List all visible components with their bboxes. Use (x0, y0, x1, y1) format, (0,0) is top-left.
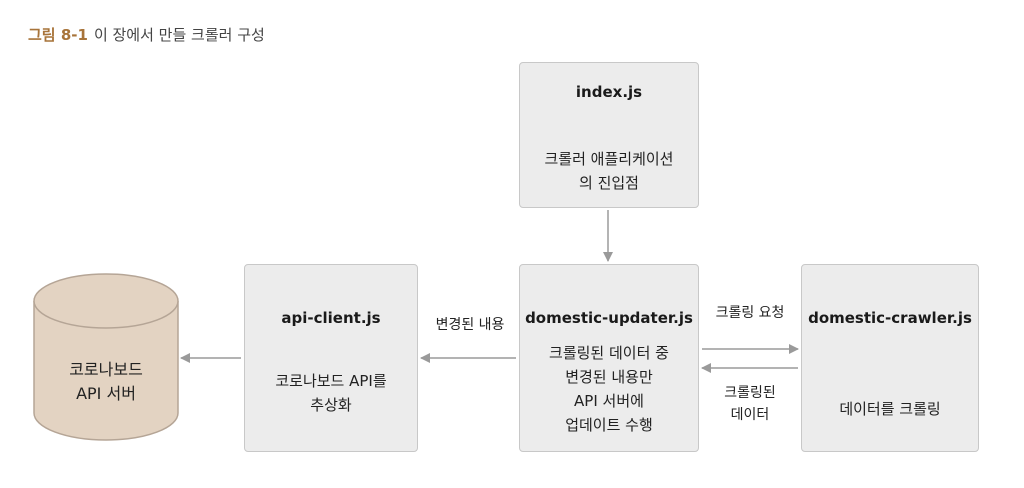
api-client-title: api-client.js (281, 309, 381, 327)
domestic-crawler-box: domestic-crawler.js 데이터를 크롤링 (801, 264, 979, 452)
database-label: 코로나보드 API 서버 (34, 358, 178, 406)
database-label-line1: 코로나보드 (69, 360, 143, 379)
domestic-crawler-desc-line1: 데이터를 크롤링 (839, 400, 941, 418)
index-js-title: index.js (575, 83, 643, 101)
domestic-updater-title: domestic-updater.js (525, 309, 693, 327)
edge-label-crawled-data-line1: 크롤링된 (724, 385, 776, 401)
domestic-updater-description: 크롤링된 데이터 중 변경된 내용만 API 서버에 업데이트 수행 (520, 341, 698, 437)
domestic-crawler-title: domestic-crawler.js (808, 309, 972, 327)
figure-title: 이 장에서 만들 크롤러 구성 (93, 26, 265, 44)
edge-label-crawled-data: 크롤링된 데이터 (699, 382, 801, 426)
api-client-box: api-client.js 코로나보드 API를 추상화 (244, 264, 418, 452)
domestic-updater-box: domestic-updater.js 크롤링된 데이터 중 변경된 내용만 A… (519, 264, 699, 452)
domestic-crawler-description: 데이터를 크롤링 (802, 397, 978, 421)
domestic-updater-desc-line2: 변경된 내용만 (565, 368, 653, 386)
index-js-description: 크롤러 애플리케이션 의 진입점 (520, 147, 698, 195)
domestic-updater-desc-line1: 크롤링된 데이터 중 (549, 344, 669, 362)
domestic-updater-desc-line4: 업데이트 수행 (565, 416, 653, 434)
edge-label-crawled-data-line2: 데이터 (730, 407, 770, 423)
index-js-desc-line2: 의 진입점 (579, 174, 639, 192)
index-js-desc-line1: 크롤러 애플리케이션 (544, 150, 674, 168)
api-client-desc-line1: 코로나보드 API를 (275, 372, 387, 390)
edge-label-crawl-request: 크롤링 요청 (715, 305, 785, 321)
figure-number: 그림 8-1 (28, 26, 88, 44)
database-cylinder (33, 273, 179, 441)
domestic-updater-desc-line3: API 서버에 (574, 392, 644, 410)
database-label-line2: API 서버 (76, 384, 136, 403)
edge-label-changed-content: 변경된 내용 (435, 317, 505, 333)
figure-caption: 그림 8-1 이 장에서 만들 크롤러 구성 (28, 24, 265, 45)
index-js-box: index.js 크롤러 애플리케이션 의 진입점 (519, 62, 699, 208)
api-client-desc-line2: 추상화 (310, 396, 352, 414)
api-client-description: 코로나보드 API를 추상화 (245, 369, 417, 417)
